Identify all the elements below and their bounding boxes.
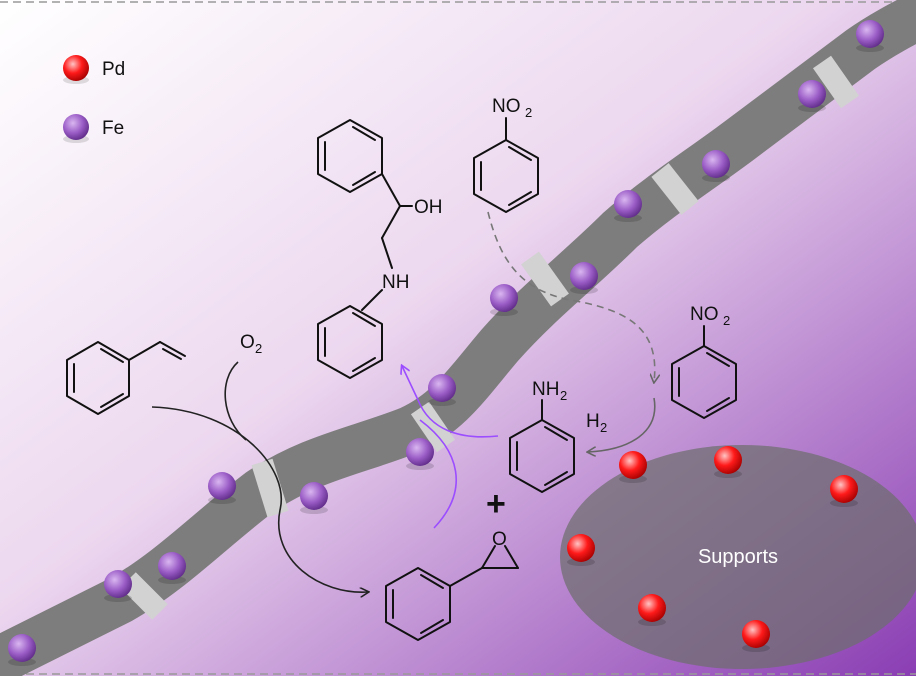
fe-particle xyxy=(300,482,328,514)
fe-particle xyxy=(490,284,518,316)
pd-particle xyxy=(742,620,770,652)
fe-particle xyxy=(406,438,434,470)
fe-particle xyxy=(614,190,642,222)
pd-particle xyxy=(619,451,647,483)
arrow-nitro-transfer xyxy=(487,211,655,382)
fe-particle xyxy=(8,634,36,666)
nh2-label: NH xyxy=(532,379,559,400)
pd-particle xyxy=(638,594,666,626)
fe-particle xyxy=(798,80,826,112)
epoxide-o-label: O xyxy=(492,529,507,550)
nh-label: NH xyxy=(382,272,409,293)
fe-legend-marker xyxy=(63,114,89,140)
no2-right-label: NO xyxy=(690,304,719,325)
pd-legend-label: Pd xyxy=(102,59,125,80)
chem-labels: OH NH NO 2 NO 2 NH 2 H 2 O 2 O + xyxy=(240,96,730,550)
arrow-aniline-to-product xyxy=(402,366,499,438)
fe-particles xyxy=(8,20,884,666)
pd-particle xyxy=(567,534,595,566)
supports-label: Supports xyxy=(698,546,778,568)
fe-particle xyxy=(428,374,456,406)
o2-label: O xyxy=(240,332,255,353)
fe-particle xyxy=(856,20,884,52)
no2-top-label: NO xyxy=(492,96,521,117)
plus-sign: + xyxy=(486,485,506,523)
fe-legend-label: Fe xyxy=(102,118,124,139)
h2-subscript: 2 xyxy=(600,420,607,435)
amino-alcohol-molecule xyxy=(317,119,413,379)
styrene-oxide-molecule xyxy=(385,545,519,641)
pd-legend-marker xyxy=(63,55,89,81)
o2-subscript: 2 xyxy=(255,341,262,356)
arrows xyxy=(151,211,656,592)
oh-label: OH xyxy=(414,197,443,218)
h2-label: H xyxy=(586,411,600,432)
fe-particle xyxy=(570,262,598,294)
aniline-molecule xyxy=(509,399,575,493)
pd-particle xyxy=(714,446,742,478)
pd-particles xyxy=(567,446,858,652)
nitrobenzene-top-molecule xyxy=(473,117,539,213)
no2-right-subscript: 2 xyxy=(723,313,730,328)
arrow-styrene-to-epoxide xyxy=(151,406,368,592)
nitrobenzene-right-molecule xyxy=(671,325,737,419)
fe-particle xyxy=(208,472,236,504)
fe-particle xyxy=(104,570,132,602)
legend: Pd Fe xyxy=(63,55,125,143)
nh2-subscript: 2 xyxy=(560,388,567,403)
styrene-molecule xyxy=(66,341,186,415)
fe-particle xyxy=(158,552,186,584)
arrow-h2-reduction xyxy=(588,397,656,452)
arrow-epoxide-to-product xyxy=(419,419,457,529)
fe-particle xyxy=(702,150,730,182)
no2-top-subscript: 2 xyxy=(525,105,532,120)
pd-particle xyxy=(830,475,858,507)
arrow-o2 xyxy=(224,361,247,441)
